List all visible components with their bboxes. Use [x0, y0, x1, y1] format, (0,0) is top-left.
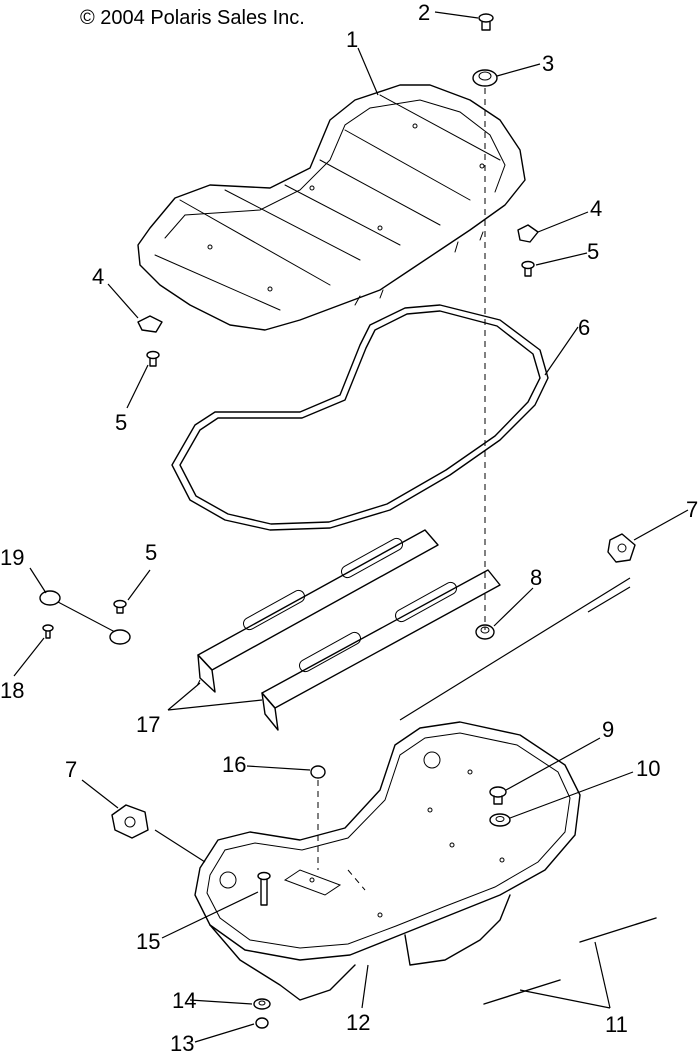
- callout-16: 16: [222, 752, 246, 777]
- callout-1: 1: [346, 27, 358, 52]
- nut-part-8: [475, 624, 495, 640]
- callout-4-left: 4: [92, 264, 104, 289]
- clip-part-4-left: [137, 315, 163, 333]
- assembly-lines: [154, 88, 631, 891]
- copyright-notice: © 2004 Polaris Sales Inc.: [80, 7, 305, 29]
- callout-9: 9: [602, 717, 614, 742]
- callout-4-right: 4: [590, 196, 602, 221]
- callout-11: 11: [605, 1012, 628, 1037]
- clip-part-4-right: [517, 224, 539, 243]
- callout-3: 3: [542, 51, 554, 76]
- screw-part-5-middle: [113, 599, 127, 614]
- callout-6: 6: [578, 315, 590, 340]
- plug-part-16: [310, 765, 326, 779]
- rack-top-part-1: [137, 84, 526, 331]
- screw-part-2: [478, 13, 494, 31]
- washer-part-14: [253, 998, 271, 1010]
- washer-part-10: [489, 813, 511, 827]
- callout-10: 10: [636, 756, 660, 781]
- callout-5-right: 5: [587, 239, 599, 264]
- callout-12: 12: [346, 1010, 370, 1035]
- screw-part-5-left: [146, 350, 160, 367]
- nut-part-13: [255, 1017, 269, 1029]
- rack-base-part-12: [194, 721, 581, 1001]
- callout-15: 15: [136, 929, 160, 954]
- callout-5-left: 5: [115, 410, 127, 435]
- callout-17: 17: [136, 712, 160, 737]
- callout-5-middle: 5: [145, 540, 157, 565]
- latch-part-7-right: [607, 533, 636, 563]
- fastener-part-9: [489, 786, 507, 805]
- callout-7-left: 7: [65, 757, 77, 782]
- rivet-part-18: [42, 624, 54, 639]
- leader-lines: [13, 11, 689, 1043]
- latch-part-7-left: [111, 804, 149, 839]
- callout-14: 14: [172, 988, 196, 1013]
- screw-part-5-right: [521, 260, 535, 277]
- callout-7-right: 7: [686, 497, 698, 522]
- callout-13: 13: [170, 1031, 194, 1054]
- callout-8: 8: [530, 565, 542, 590]
- bolt-part-15: [257, 871, 271, 906]
- pins-part-11: [483, 917, 657, 1005]
- seal-gasket-part-6: [171, 304, 549, 531]
- callout-2: 2: [418, 0, 430, 25]
- mounting-rails-part-17: [197, 529, 501, 731]
- callout-19: 19: [0, 545, 24, 570]
- tether-part-19: [39, 590, 131, 645]
- grommet-part-3: [472, 69, 498, 87]
- callout-18: 18: [0, 678, 24, 703]
